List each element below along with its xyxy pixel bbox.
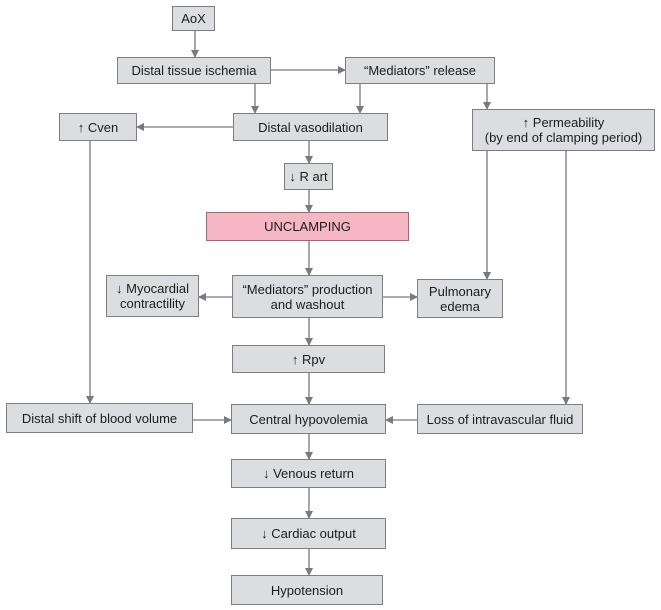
label-cardiac-output: ↓ Cardiac output [261,526,356,541]
box-distal-shift: Distal shift of blood volume [6,403,193,433]
label-mediators-release: “Mediators” release [364,63,476,78]
label-mediators-production: “Mediators” production and washout [242,281,373,312]
label-permeability: ↑ Permeability (by end of clamping perio… [484,115,643,145]
box-myocardial-contractility: ↓ Myocardial contractility [106,275,199,317]
label-pulmonary-edema: Pulmonary edema [428,283,492,314]
box-distal-vasodilation: Distal vasodilation [233,113,388,141]
box-central-hypovolemia: Central hypovolemia [231,404,386,434]
label-cven: ↑ Cven [77,119,119,135]
box-cardiac-output: ↓ Cardiac output [231,518,386,549]
box-aox: AoX [172,6,215,31]
label-hypotension: Hypotension [270,582,344,598]
box-cven: ↑ Cven [59,113,137,141]
box-mediators-release: “Mediators” release [345,57,495,84]
box-mediators-production: “Mediators” production and washout [232,275,383,318]
label-loss-intravascular-fluid: Loss of intravascular fluid [426,411,574,427]
label-central-hypovolemia: Central hypovolemia [249,411,368,427]
box-venous-return: ↓ Venous return [231,459,386,488]
label-distal-tissue-ischemia: Distal tissue ischemia [131,63,257,78]
label-rpv: ↑ Rpv [291,351,326,367]
box-permeability: ↑ Permeability (by end of clamping perio… [472,109,655,151]
label-aox: AoX [181,11,206,26]
label-venous-return: ↓ Venous return [262,466,355,481]
label-distal-shift: Distal shift of blood volume [21,410,178,426]
label-distal-vasodilation: Distal vasodilation [258,119,363,135]
label-myocardial-contractility: ↓ Myocardial contractility [116,281,189,311]
label-r-art: ↓ R art [289,169,328,184]
box-loss-intravascular-fluid: Loss of intravascular fluid [417,404,583,434]
box-rpv: ↑ Rpv [232,345,385,373]
label-unclamping: UNCLAMPING [264,219,351,234]
box-unclamping: UNCLAMPING [206,212,409,241]
box-pulmonary-edema: Pulmonary edema [417,279,503,318]
box-distal-tissue-ischemia: Distal tissue ischemia [117,57,271,84]
box-r-art: ↓ R art [284,163,333,190]
box-hypotension: Hypotension [231,575,383,605]
